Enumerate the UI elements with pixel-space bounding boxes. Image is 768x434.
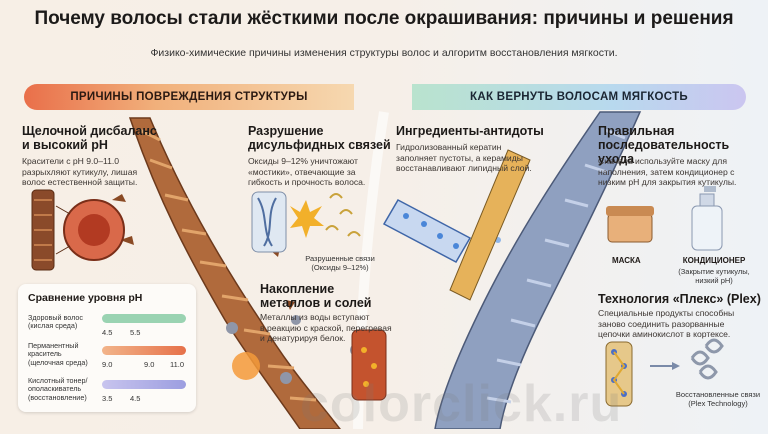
plex-heading: Технология «Плекс» (Plex)	[598, 292, 761, 306]
ph-comparison-panel: Сравнение уровня pH Здоровый волос(кисла…	[18, 284, 196, 412]
ph-healthy-min: 4.5	[102, 328, 113, 337]
watermark: colorclick.ru	[300, 375, 623, 433]
ph-bar-toner	[102, 380, 186, 389]
ph-row-healthy-label: Здоровый волос(кислая среда)	[28, 313, 83, 331]
ph-bar-dye	[102, 346, 186, 355]
disulfide-caption: Разрушенные связи(Оксиды 9–12%)	[305, 254, 375, 272]
ph-bar-healthy	[102, 314, 186, 323]
ph-dye-mid: 9.0	[144, 360, 155, 369]
disulfide-text: Оксиды 9–12% уничтожают«мостики», отвеча…	[248, 156, 366, 187]
ph-toner-max: 4.5	[130, 394, 141, 403]
mask-label: МАСКА	[612, 256, 641, 265]
ph-healthy-max: 5.5	[130, 328, 141, 337]
conditioner-note: (Закрытие кутикулы,низкий pH)	[678, 267, 750, 285]
ph-dye-max: 11.0	[170, 360, 185, 369]
plex-caption: Восстановленные связи(Plex Technology)	[675, 390, 761, 408]
conditioner-label: КОНДИЦИОНЕР	[682, 256, 746, 265]
ph-comparison-heading: Сравнение уровня pH	[28, 292, 143, 304]
ph-row-toner-label: Кислотный тонер/ополаскиватель(восстанов…	[28, 376, 88, 402]
solutions-banner: КАК ВЕРНУТЬ ВОЛОСАМ МЯГКОСТЬ	[412, 84, 746, 110]
causes-banner: ПРИЧИНЫ ПОВРЕЖДЕНИЯ СТРУКТУРЫ	[24, 84, 354, 110]
page-title: Почему волосы стали жёсткими после окраш…	[34, 8, 734, 29]
ph-dye-min: 9.0	[102, 360, 113, 369]
ph-toner-min: 3.5	[102, 394, 113, 403]
antidotes-heading: Ингредиенты-антидоты	[396, 124, 544, 138]
page-subtitle: Физико-химические причины изменения стру…	[150, 47, 618, 59]
